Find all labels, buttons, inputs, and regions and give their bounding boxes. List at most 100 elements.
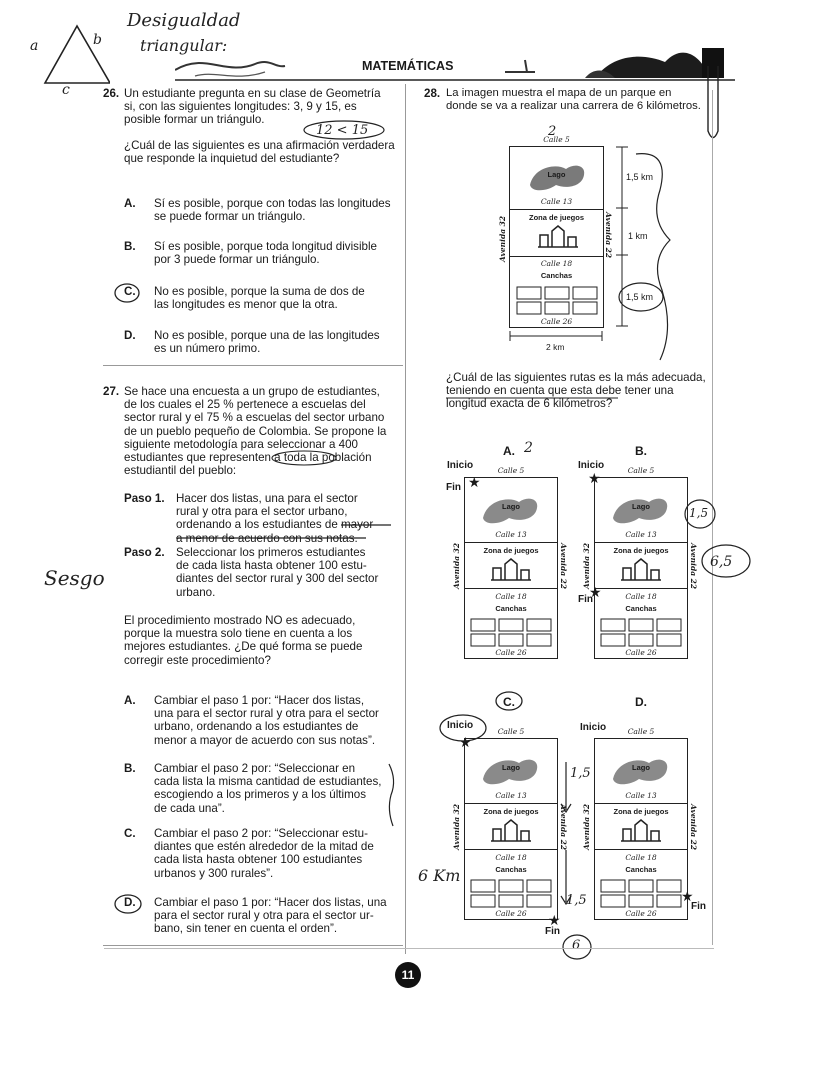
q27-step2-label: Paso 2.: [124, 546, 165, 559]
route-a-playground: [491, 558, 531, 581]
q27-strikethrough: [176, 524, 391, 539]
route-b-courts: [600, 618, 682, 647]
route-b-avenida32: Avenida 32: [582, 542, 591, 589]
q28-route-c-label[interactable]: C.: [503, 695, 515, 709]
note-3: 1,5: [570, 766, 591, 781]
route-d-calle18: Calle 18: [625, 853, 657, 862]
route-a-calle26: Calle 26: [495, 648, 527, 657]
route-b-calle13: Calle 13: [625, 530, 657, 539]
route-c-lake: [483, 759, 538, 785]
q28-dim-3: 1,5 km: [626, 292, 654, 302]
route-b-lake: [613, 498, 668, 524]
route-a-fin: Fin: [446, 482, 461, 493]
q28-question: ¿Cuál de las siguientes rutas es la más …: [446, 371, 706, 411]
q28-dim-circle: [618, 282, 664, 312]
q28-route-d-label[interactable]: D.: [635, 695, 647, 709]
route-c-lago: Lago: [502, 763, 520, 772]
right-border: [712, 90, 714, 945]
q28-note-calle: 2: [548, 124, 557, 139]
route-a-courts: [470, 618, 552, 647]
route-c-playground: [491, 819, 531, 842]
note-1: 1,5: [689, 506, 709, 520]
q28-main-map: Calle 5 Lago Calle 13 Zona de juegos Cal…: [509, 135, 604, 328]
route-d-end-star: ★: [681, 888, 694, 904]
route-d-courts: [600, 879, 682, 908]
route-d-calle5: Calle 5: [627, 727, 655, 736]
route-d-playground: [621, 819, 661, 842]
q28-brace-sketch: [635, 153, 671, 361]
route-d-inicio: Inicio: [580, 722, 607, 733]
route-b-fin: Fin: [578, 594, 593, 605]
q27-annotation-circle: [271, 450, 337, 466]
q28-dim-1: 1,5 km: [626, 172, 654, 182]
route-c-canchas: Canchas: [495, 865, 527, 874]
route-b-calle26: Calle 26: [625, 648, 657, 657]
route-a-calle18: Calle 18: [495, 592, 527, 601]
q26-selected-circle: [114, 283, 140, 303]
q28-width-label: 2 km: [546, 342, 565, 352]
route-c-calle18: Calle 18: [495, 853, 527, 862]
q28-avenida32: Avenida 32: [498, 215, 507, 262]
q27-selected-circle: [114, 894, 142, 914]
route-b-lago: Lago: [632, 502, 650, 511]
q27-bracket: [388, 763, 395, 827]
route-d-avenida22: Avenida 22: [689, 804, 698, 851]
route-b-map: Calle 5 Lago Calle 13 Zona de juegos Cal…: [594, 466, 688, 659]
route-b-inicio: Inicio: [578, 460, 605, 471]
note-6: 6: [572, 938, 581, 953]
q26-stem: Un estudiante pregunta en su clase de Ge…: [124, 87, 381, 127]
q28-route-a-label[interactable]: A.: [503, 444, 515, 458]
route-b-avenida22: Avenida 22: [689, 543, 698, 590]
note-circle-6: [562, 934, 592, 960]
route-c-end-star: ★: [548, 912, 561, 928]
handwritten-subtitle: triangular:: [140, 36, 228, 55]
route-b-end-star: ★: [589, 584, 602, 600]
q28-dim-2: 1 km: [628, 231, 648, 241]
route-a-zona: Zona de juegos: [483, 546, 539, 555]
route-c-fin: Fin: [545, 926, 560, 937]
note-5: 6 Km: [418, 866, 461, 885]
q28-number: 28.: [424, 87, 441, 100]
route-c-map: Calle 5 Lago Calle 13 Zona de juegos Cal…: [464, 727, 558, 920]
q26-number: 26.: [103, 87, 120, 100]
route-d-lake: [613, 759, 668, 785]
q27-stem: Se hace una encuesta a un grupo de estud…: [124, 385, 387, 478]
q28-dimension-lines: [616, 146, 628, 327]
page-number: 11: [395, 962, 421, 988]
q26-question: ¿Cuál de las siguientes es una afirmació…: [124, 139, 395, 166]
q28-route-b-label[interactable]: B.: [635, 444, 647, 458]
q27-number: 27.: [103, 385, 120, 398]
q28-note-a: 2: [524, 440, 533, 456]
column-divider: [405, 84, 407, 954]
route-d-zona: Zona de juegos: [613, 807, 669, 816]
route-b-zona: Zona de juegos: [613, 546, 669, 555]
header-decoration: [175, 52, 735, 81]
route-c-zona: Zona de juegos: [483, 807, 539, 816]
q26-annotation-circle: [303, 120, 385, 140]
route-c-calle5: Calle 5: [497, 727, 525, 736]
route-c-avenida32: Avenida 32: [452, 803, 461, 850]
route-a-calle5: Calle 5: [497, 466, 525, 475]
route-d-calle26: Calle 26: [625, 909, 657, 918]
route-d-avenida32: Avenida 32: [582, 803, 591, 850]
triangle-side-b: b: [93, 32, 102, 48]
q27-bottom-rule: [103, 945, 403, 946]
route-c-inicio-circle: [439, 714, 487, 742]
q26-separator: [103, 365, 403, 366]
route-d-map: Calle 5 Lago Calle 13 Zona de juegos Cal…: [594, 727, 688, 920]
route-a-avenida22: Avenida 22: [559, 543, 568, 590]
q27-step1-label: Paso 1.: [124, 492, 165, 505]
route-c-arrows: [560, 762, 572, 906]
q28-underline: [446, 397, 618, 399]
route-a-lago: Lago: [502, 502, 520, 511]
handwritten-title: Desigualdad: [127, 10, 241, 31]
q28-stem: La imagen muestra el mapa de un parque e…: [446, 87, 701, 113]
triangle-sketch: [43, 24, 110, 84]
note-2: 6,5: [710, 554, 733, 570]
note-circle-1: [684, 499, 716, 529]
triangle-side-c: c: [62, 82, 70, 98]
route-b-calle18: Calle 18: [625, 592, 657, 601]
route-c-start-star: ★: [459, 734, 472, 750]
section-title: MATEMÁTICAS: [362, 59, 454, 73]
